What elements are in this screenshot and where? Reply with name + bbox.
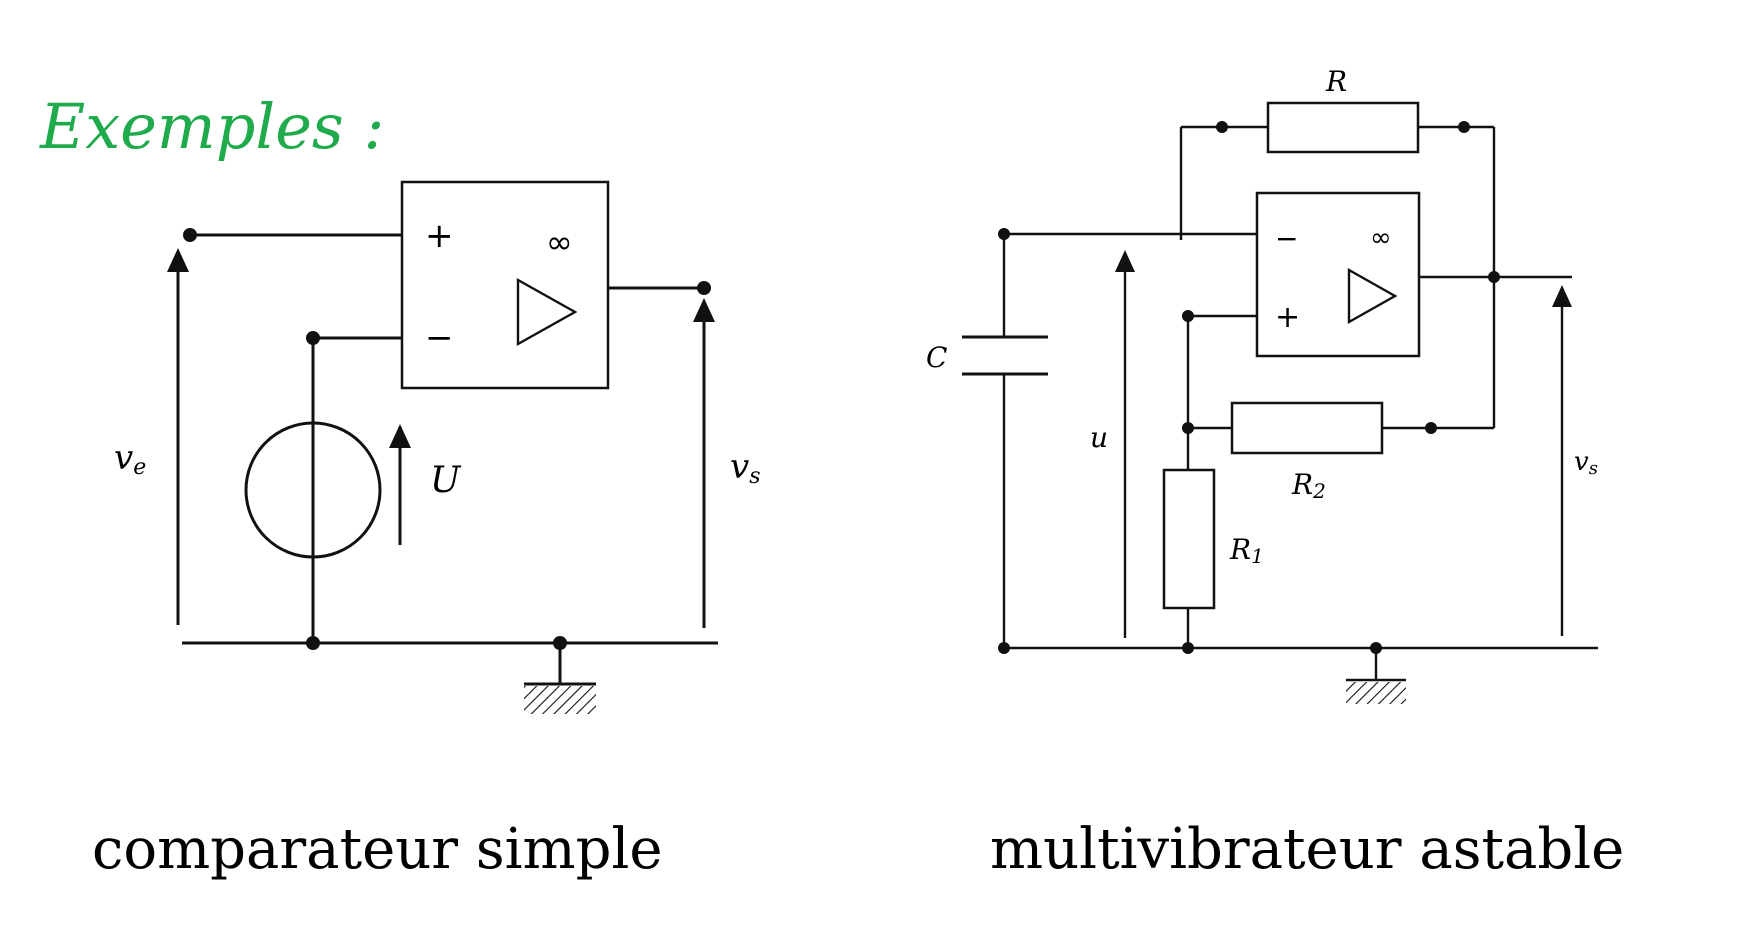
opamp-box [1255,191,1421,358]
node-dot [998,642,1010,654]
label-C: C [926,341,947,374]
node-dot [1182,642,1194,654]
resistor-R1 [1162,468,1216,610]
arrowhead-icon [389,424,411,448]
label-vs: vs [730,447,761,489]
label-u: u [1090,421,1108,454]
opamp-plus-sign: + [1275,300,1300,335]
arrowhead-icon [167,248,189,272]
label-R1: R1 [1229,533,1264,568]
voltage-source-circle [244,421,382,559]
terminal-dot [183,228,197,242]
label-ve: ve [114,438,146,480]
opamp-box [400,180,610,390]
node-dot [1488,271,1500,283]
opamp-minus-sign: − [425,318,454,358]
resistor-R [1266,101,1420,154]
opamp-triangle-icon [516,277,578,347]
arrowhead-icon [693,298,715,322]
resistor-R2 [1230,401,1384,455]
label-R2: R2 [1291,468,1326,503]
opamp-plus-sign: + [425,216,454,256]
node-dot [1458,121,1470,133]
arrowhead-icon [1552,285,1572,307]
comparator-circuit: + − ∞ U ve vs [114,180,761,714]
opamp-minus-sign: − [1275,222,1298,255]
opamp-triangle-icon [1347,267,1398,325]
ground-hatch-icon [524,686,596,714]
label-U: U [430,460,462,501]
node-dot [306,636,320,650]
arrowhead-icon [1115,250,1135,272]
terminal-dot [697,281,711,295]
opamp-gain-symbol: ∞ [546,223,573,261]
opamp-gain-symbol: ∞ [1370,223,1392,253]
node-dot [1425,422,1437,434]
caption-astable: multivibrateur astable [990,817,1624,882]
astable-multivibrator-circuit: − + ∞ R C u R2 [926,65,1598,704]
page-heading: Exemples : [39,90,384,163]
ground-hatch-icon [1346,682,1406,704]
node-dot [1216,121,1228,133]
label-vs: vs [1574,447,1598,479]
caption-comparator: comparateur simple [92,817,663,882]
label-R: R [1325,65,1347,98]
